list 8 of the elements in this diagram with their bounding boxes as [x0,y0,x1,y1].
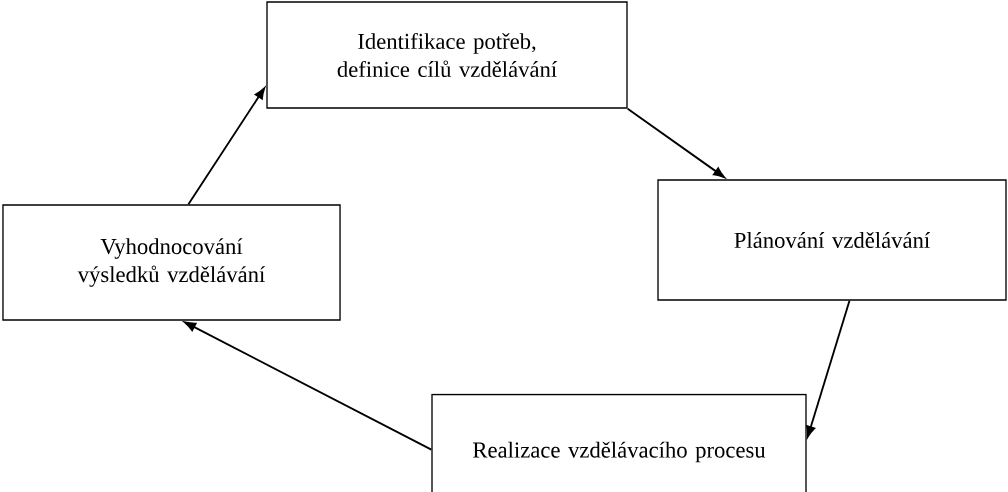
arrow [187,87,266,206]
arrow [184,321,433,451]
process-box: Realizace vzdělávacího procesu [431,393,807,492]
process-box: Plánování vzdělávání [657,179,1007,301]
arrow [806,299,851,438]
process-box: Vyhodnocování výsledků vzdělávání [2,204,341,321]
arrow [626,107,725,178]
process-box: Identifikace potřeb, definice cílů vzdělávání [266,1,628,109]
